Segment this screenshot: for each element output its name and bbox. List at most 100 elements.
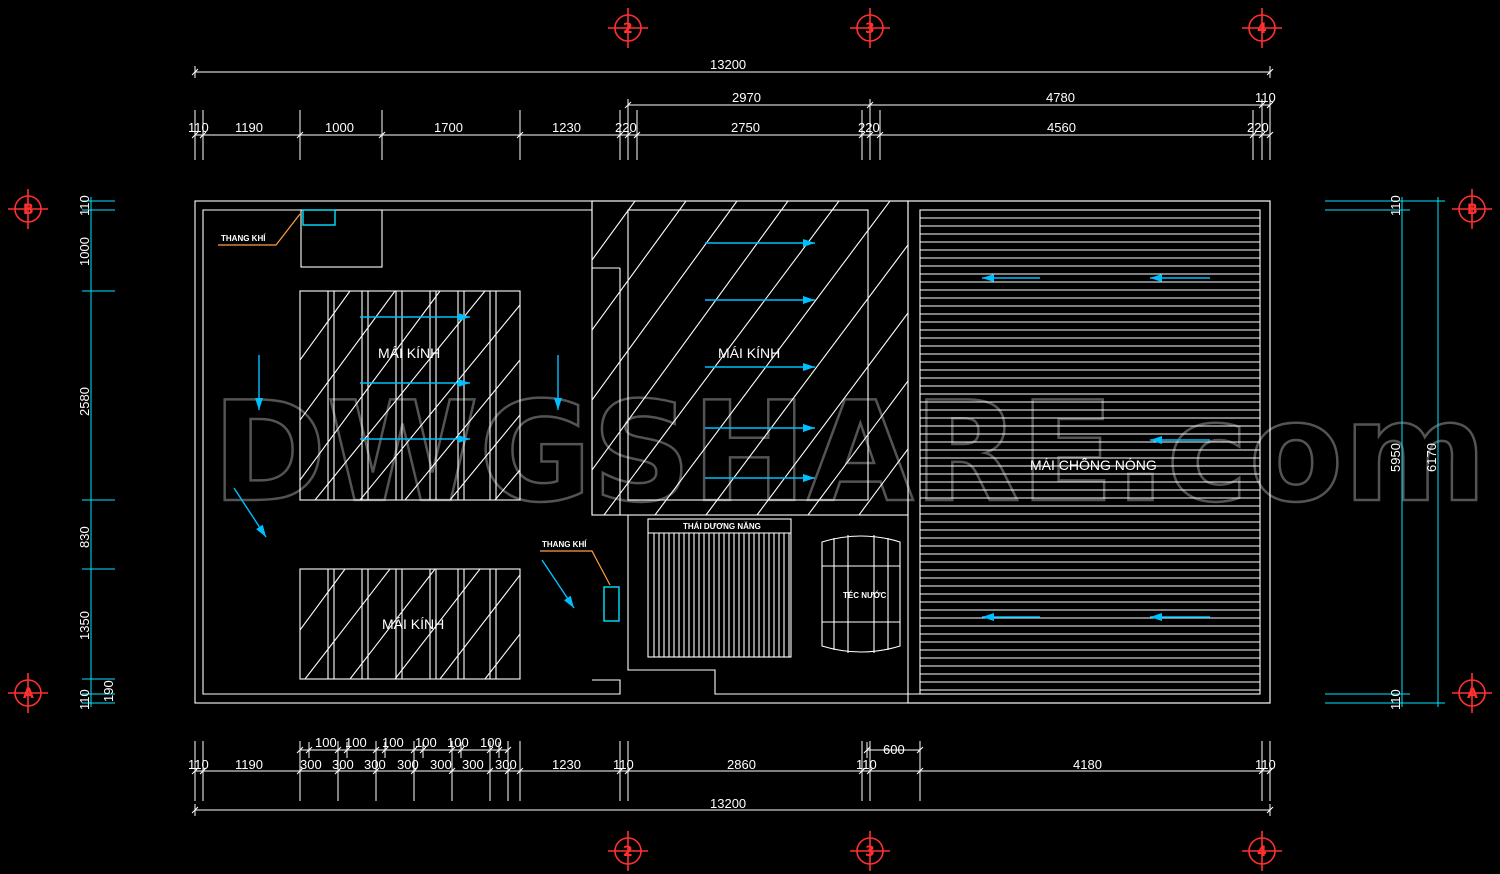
dim-bot-t-2: 100 bbox=[345, 735, 367, 750]
water-tank bbox=[821, 535, 901, 653]
lower-middle-zone bbox=[620, 514, 920, 695]
dim-bot-t-6: 100 bbox=[480, 735, 502, 750]
dim-tick-slash bbox=[863, 746, 871, 754]
axis-right-b-label: B bbox=[1467, 202, 1478, 218]
axis-top-3-label: 3 bbox=[865, 21, 875, 37]
dim-tick-slash bbox=[457, 746, 465, 754]
dim-top-r3-1: 110 bbox=[188, 120, 209, 135]
dim-bot-t-4: 100 bbox=[415, 735, 437, 750]
dim-tick-slash bbox=[504, 767, 512, 775]
dim-tick-slash bbox=[866, 101, 874, 109]
dim-tick-slash bbox=[858, 767, 866, 775]
dim-bot-m-15: 110 bbox=[1255, 757, 1276, 772]
dim-bot-t-3: 100 bbox=[382, 735, 404, 750]
dim-tick-slash bbox=[334, 767, 342, 775]
axis-top-2-label: 2 bbox=[623, 21, 633, 37]
label-heat-proof-roof: MÁI CHỐNG NÓNG bbox=[1030, 456, 1157, 473]
slope-arrow bbox=[705, 363, 815, 371]
dim-top-r3-6: 220 bbox=[615, 120, 637, 135]
label-glass-roof-3: MÁI KÍNH bbox=[718, 345, 780, 361]
slope-arrow bbox=[705, 296, 815, 304]
dim-top-r2-2: 4780 bbox=[1046, 90, 1075, 105]
dim-tick-slash bbox=[191, 68, 199, 76]
axis-left-b-label: B bbox=[23, 202, 34, 218]
label-glass-roof-1: MÁI KÍNH bbox=[378, 345, 440, 361]
axis-bottom-3-label: 3 bbox=[865, 844, 875, 860]
dim-tick-slash bbox=[866, 131, 874, 139]
watermark-text: DWGSHARE.com bbox=[212, 372, 1487, 533]
glass-roof-1 bbox=[299, 290, 521, 501]
dim-tick-slash bbox=[616, 131, 624, 139]
dim-bot-m-6: 300 bbox=[397, 757, 419, 772]
dim-tick-slash bbox=[296, 131, 304, 139]
dim-left-7: 110 bbox=[77, 689, 92, 710]
axis-top-4: 4 bbox=[1242, 8, 1282, 48]
dim-bot-t-5: 100 bbox=[447, 735, 469, 750]
dim-top-r3-9: 4560 bbox=[1047, 120, 1076, 135]
dim-bot-m-7: 300 bbox=[430, 757, 452, 772]
dim-left-1: 110 bbox=[77, 195, 92, 216]
dim-tick-slash bbox=[858, 131, 866, 139]
dim-right-overall: 6170 bbox=[1424, 443, 1439, 472]
dim-tick-slash bbox=[916, 767, 924, 775]
dim-bot-m-14: 4180 bbox=[1073, 757, 1102, 772]
dim-tick-slash bbox=[1258, 101, 1266, 109]
dim-top-r3-10: 220 bbox=[1247, 120, 1269, 135]
label-solar: THÁI DƯƠNG NĂNG bbox=[683, 522, 761, 531]
dim-tick-slash bbox=[624, 131, 632, 139]
axis-left-a-label: A bbox=[23, 686, 34, 702]
axis-bottom-4: 4 bbox=[1242, 831, 1282, 871]
dim-tick-slash bbox=[1266, 101, 1274, 109]
dim-tick-slash bbox=[381, 746, 389, 754]
dim-bot-overall: 13200 bbox=[710, 796, 746, 811]
dim-tick-slash bbox=[1249, 131, 1257, 139]
axis-bottom-2: 2 bbox=[608, 831, 648, 871]
dim-bot-m-5: 300 bbox=[364, 757, 386, 772]
dim-tick-slash bbox=[372, 767, 380, 775]
slope-arrows bbox=[233, 239, 1210, 621]
vent-leader-2 bbox=[540, 550, 611, 586]
axis-right-b: B bbox=[1452, 189, 1492, 229]
axis-top-3: 3 bbox=[850, 8, 890, 48]
slope-arrow bbox=[705, 424, 815, 432]
dim-right-bottom: 110 bbox=[1388, 689, 1403, 710]
slope-arrow bbox=[982, 613, 1040, 621]
axis-right-a: A bbox=[1452, 673, 1492, 713]
slope-arrow bbox=[255, 355, 263, 410]
dim-top-r3-2: 1190 bbox=[235, 120, 263, 135]
dim-tick-slash bbox=[516, 131, 524, 139]
vent-box-bottom bbox=[603, 586, 620, 622]
slope-arrow bbox=[360, 435, 470, 443]
right-dimension-lines bbox=[1325, 197, 1445, 707]
vent-leader-1 bbox=[218, 213, 301, 246]
dim-tick-slash bbox=[876, 131, 884, 139]
dim-bot-t-1: 100 bbox=[315, 735, 337, 750]
label-vent-2: THANG KHÍ bbox=[542, 540, 587, 549]
dim-top-overall: 13200 bbox=[710, 57, 746, 72]
axis-left-b: B bbox=[8, 189, 48, 229]
axis-left-a: A bbox=[8, 673, 48, 713]
heat-proof-roof bbox=[907, 200, 1271, 704]
dim-tick-slash bbox=[1266, 68, 1274, 76]
dim-right-middle: 5950 bbox=[1388, 443, 1403, 472]
slope-arrow bbox=[1150, 274, 1210, 282]
dim-bot-m-4: 300 bbox=[332, 757, 354, 772]
slope-arrow bbox=[554, 355, 562, 410]
slope-arrow bbox=[360, 313, 470, 321]
dim-top-r3-4: 1700 bbox=[434, 120, 463, 135]
dim-tick-slash bbox=[633, 131, 641, 139]
left-dimension-lines bbox=[82, 197, 115, 707]
slope-arrow bbox=[1150, 436, 1210, 444]
dim-bot-t-7: 600 bbox=[883, 742, 905, 757]
dim-tick-slash bbox=[191, 806, 199, 814]
solar-heater bbox=[647, 518, 792, 658]
dim-tick-slash bbox=[199, 131, 207, 139]
dim-left-4: 830 bbox=[77, 526, 92, 548]
dim-tick-slash bbox=[199, 767, 207, 775]
axis-bottom-2-label: 2 bbox=[623, 844, 633, 860]
slope-arrow bbox=[233, 487, 267, 538]
top-dimension-lines bbox=[191, 66, 1274, 160]
vent-box-top bbox=[300, 209, 383, 268]
